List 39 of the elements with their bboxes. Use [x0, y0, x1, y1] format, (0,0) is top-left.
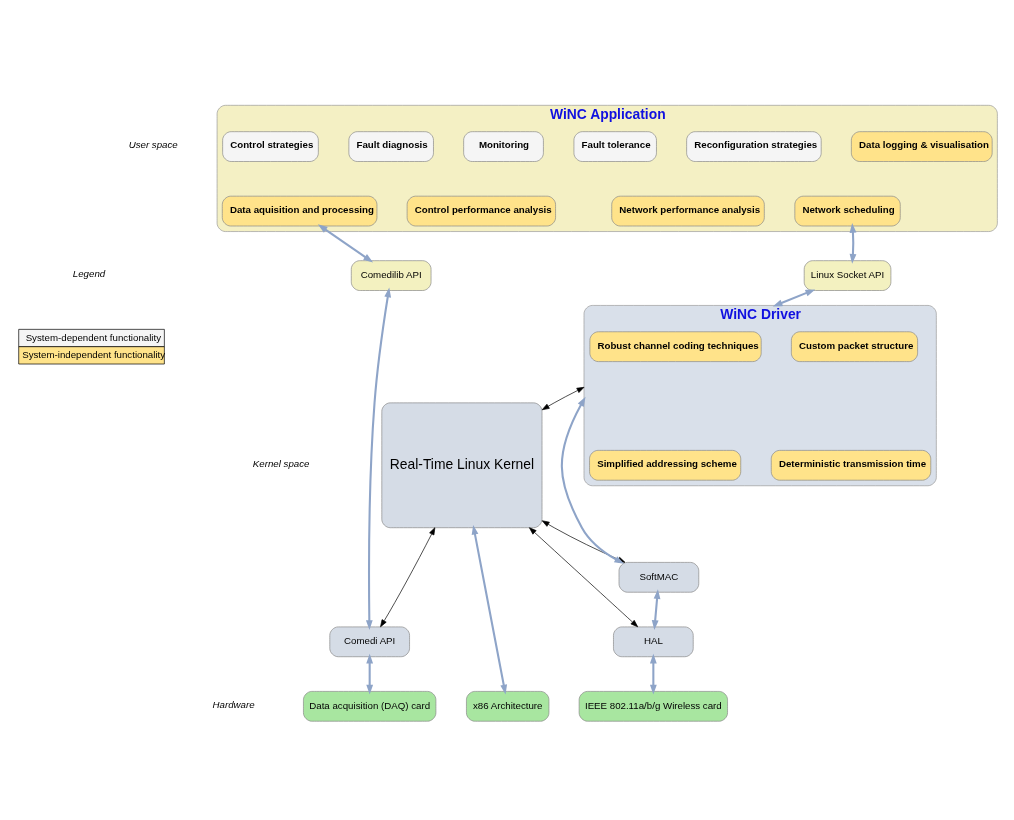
- node-box: IEEE 802.11a/b/g Wireless card: [578, 690, 728, 722]
- node-box: Network performance analysis: [611, 195, 765, 226]
- label: Hardware: [212, 698, 255, 710]
- node-box: Comedi API: [329, 626, 410, 657]
- arrow: [366, 653, 374, 694]
- node-box: Data acquisition (DAQ) card: [303, 690, 437, 722]
- node-box: Fault diagnosis: [348, 130, 434, 162]
- arrow: [380, 526, 436, 627]
- node-box: Control strategies: [222, 130, 319, 162]
- node-box: Linux Socket API: [803, 259, 892, 291]
- arrow: [529, 526, 639, 627]
- label: Kernel space: [252, 457, 310, 469]
- arrow: [471, 524, 508, 694]
- arrow: [649, 653, 657, 694]
- node-box: Deterministic transmission time: [770, 449, 932, 481]
- node-box: Network scheduling: [794, 195, 901, 226]
- node-box: Data logging & visualisation: [851, 130, 993, 162]
- node-box: Comedilib API: [350, 259, 432, 291]
- node-box: SoftMAC: [618, 561, 700, 593]
- node-box: Custom packet structure: [791, 330, 918, 362]
- legend-label: System-dependent functionality: [25, 331, 162, 343]
- node-box: Simplified addressing scheme: [589, 449, 742, 481]
- node-box: Data aquisition and processing: [221, 195, 378, 226]
- arrow: [651, 588, 661, 630]
- node-box: Monitoring: [463, 130, 544, 162]
- arrow: [541, 386, 585, 410]
- node-box: Control performance analysis: [406, 195, 556, 226]
- arrow: [365, 287, 392, 630]
- node-box: Robust channel coding techniques: [589, 330, 762, 362]
- label: Legend: [72, 267, 106, 279]
- arrow: [772, 288, 816, 307]
- node-box: Reconfiguration strategies: [686, 130, 822, 162]
- node-box: HAL: [613, 626, 694, 657]
- arrow: [849, 222, 857, 264]
- node-box: x86 Architecture: [466, 690, 550, 722]
- arrow: [317, 223, 374, 262]
- label: User space: [128, 138, 178, 150]
- node-box: Real-Time Linux Kernel: [381, 402, 543, 528]
- node-box: Fault tolerance: [573, 130, 657, 162]
